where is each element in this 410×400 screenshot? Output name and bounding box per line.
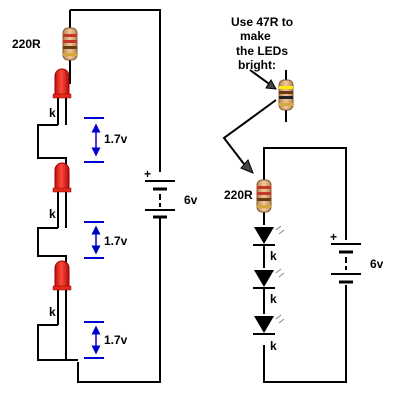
left-voltage-1: 1.7v (104, 132, 128, 146)
left-wires (37, 9, 161, 383)
right-note-line-4: bright: (238, 58, 276, 72)
left-led-1-k-label: k (49, 106, 56, 120)
right-note: Use 47R to make the LEDs bright: (231, 15, 296, 72)
right-resistor (256, 179, 272, 213)
right-battery-plus: + (330, 230, 337, 244)
left-measure-3 (84, 321, 104, 359)
left-measure-1 (84, 117, 104, 163)
right-circuit: Use 47R to make the LEDs bright: (222, 15, 384, 383)
left-measure-2 (84, 221, 104, 259)
swap-pointer (222, 99, 277, 174)
left-led-1 (52, 68, 72, 99)
resistor-47r (278, 70, 294, 122)
left-resistor (62, 27, 78, 61)
right-wires (263, 147, 347, 383)
left-led-3-k-label: k (49, 305, 56, 319)
right-battery (331, 243, 361, 284)
right-led-3 (253, 314, 285, 335)
left-voltage-3: 1.7v (104, 333, 128, 347)
note-arrow (249, 69, 277, 90)
right-led-2-k-label: k (270, 292, 277, 306)
left-resistor-label: 220R (12, 37, 41, 51)
left-battery (145, 180, 175, 219)
left-led-2-k-label: k (49, 207, 56, 221)
right-battery-label: 6v (370, 257, 384, 271)
left-led-3 (52, 260, 72, 291)
right-led-3-k-label: k (270, 339, 277, 353)
right-led-2 (253, 268, 285, 289)
right-resistor-label: 220R (224, 188, 253, 202)
right-note-line-1: Use 47R to (231, 15, 293, 29)
right-note-line-3: the LEDs (236, 44, 288, 58)
right-led-1 (253, 225, 285, 246)
right-note-line-2: make (240, 29, 271, 43)
left-battery-plus: + (144, 167, 151, 181)
right-led-1-k-label: k (270, 249, 277, 263)
left-led-2 (52, 162, 72, 193)
left-battery-label: 6v (184, 193, 198, 207)
left-circuit: 220R k k k (12, 9, 198, 383)
left-voltage-2: 1.7v (104, 234, 128, 248)
